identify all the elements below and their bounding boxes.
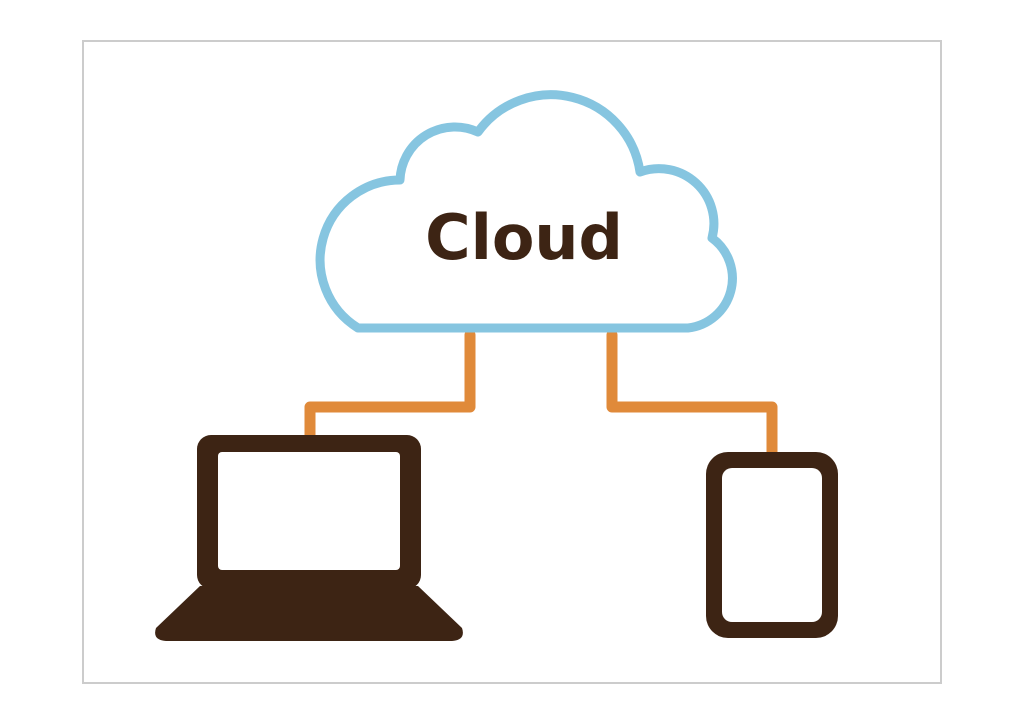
cloud-icon: Cloud: [315, 90, 737, 333]
laptop-display: [218, 452, 400, 570]
cloud-label: Cloud: [425, 201, 623, 274]
laptop-icon: [155, 435, 463, 641]
laptop-keyboard-base: [155, 586, 463, 641]
cloud-outline: [315, 90, 737, 333]
tablet-icon: [706, 452, 838, 638]
connector-cloud-tablet: [606, 329, 778, 468]
connector-cloud-laptop: [304, 329, 476, 451]
tablet-screen: [722, 468, 822, 622]
